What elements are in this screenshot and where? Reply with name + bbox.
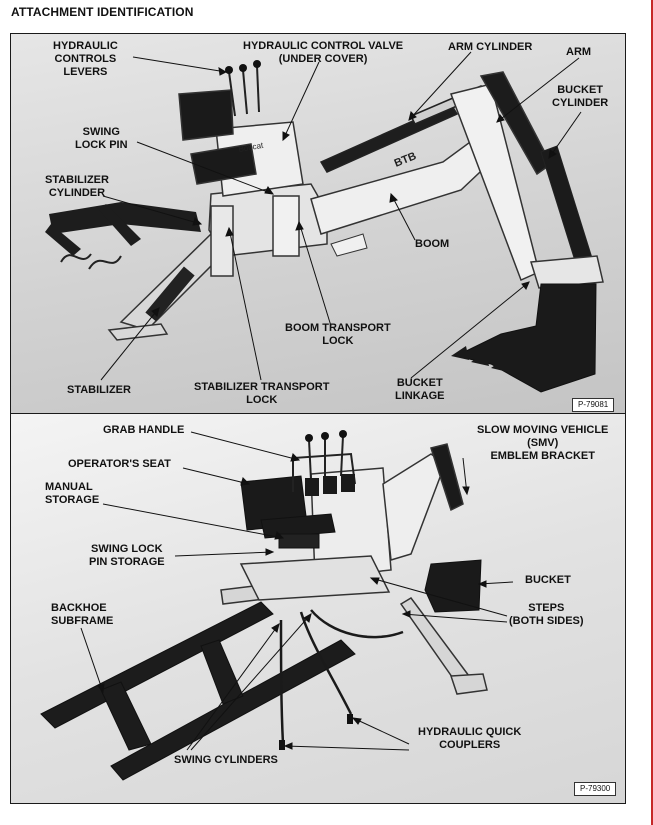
figure-id-bottom: P-79300 xyxy=(574,782,617,796)
figure-bottom: GRAB HANDLE OPERATOR'S SEAT MANUAL STORA… xyxy=(10,413,626,804)
label-hydraulic-quick-couplers: HYDRAULIC QUICK COUPLERS xyxy=(418,726,522,751)
backhoe-illustration-top: Bobcat BTB xyxy=(45,60,604,393)
boom-decal: BTB xyxy=(393,150,419,170)
label-manual-storage: MANUAL STORAGE xyxy=(45,481,100,506)
label-bucket-linkage: BUCKET LINKAGE xyxy=(395,377,445,402)
page-title: ATTACHMENT IDENTIFICATION xyxy=(11,5,194,19)
label-hydraulic-control-valve: HYDRAULIC CONTROL VALVE (UNDER COVER) xyxy=(243,40,404,65)
label-boom: BOOM xyxy=(415,238,450,250)
label-steps: STEPS (BOTH SIDES) xyxy=(509,602,584,627)
label-bucket: BUCKET xyxy=(525,574,571,586)
figure-id-top: P-79081 xyxy=(572,398,615,412)
label-arm: ARM xyxy=(566,46,592,58)
label-arm-cylinder: ARM CYLINDER xyxy=(448,41,533,53)
label-grab-handle: GRAB HANDLE xyxy=(103,424,185,436)
label-boom-transport-lock: BOOM TRANSPORT LOCK xyxy=(285,322,391,347)
label-bucket-cylinder: BUCKET CYLINDER xyxy=(552,84,609,109)
figure-top: Bobcat BTB xyxy=(10,33,626,415)
label-operators-seat: OPERATOR'S SEAT xyxy=(68,458,171,470)
label-swing-cylinders: SWING CYLINDERS xyxy=(174,754,278,766)
label-smv-emblem-bracket: SLOW MOVING VEHICLE (SMV) EMBLEM BRACKET xyxy=(477,424,609,462)
label-swing-lock-pin-storage: SWING LOCK PIN STORAGE xyxy=(89,543,165,568)
label-backhoe-subframe: BACKHOE SUBFRAME xyxy=(51,602,114,627)
label-stabilizer-transport-lock: STABILIZER TRANSPORT LOCK xyxy=(194,381,330,406)
page-right-rule xyxy=(651,0,653,825)
label-swing-lock-pin: SWING LOCK PIN xyxy=(75,126,128,151)
label-stabilizer: STABILIZER xyxy=(67,384,131,396)
label-stabilizer-cylinder: STABILIZER CYLINDER xyxy=(45,174,109,199)
label-hydraulic-controls-levers: HYDRAULIC CONTROLS LEVERS xyxy=(53,40,118,78)
